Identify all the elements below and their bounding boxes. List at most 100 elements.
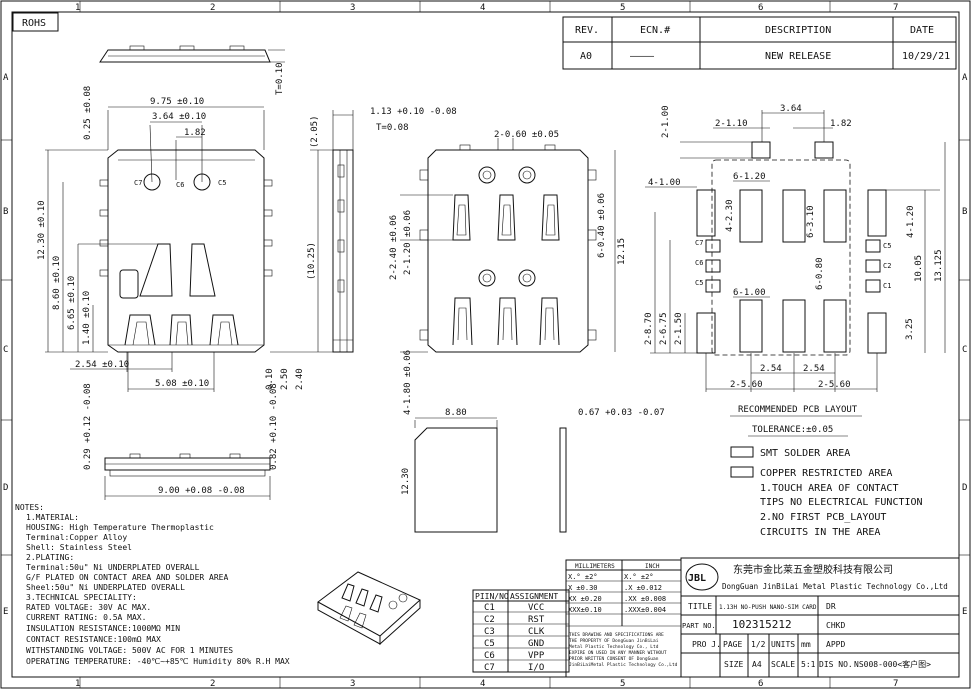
- row-marker-a: A: [3, 73, 9, 83]
- pcb-dim-3-64: 3.64: [780, 104, 802, 114]
- pin-row-5-no: C6: [484, 651, 495, 661]
- tol-notice-4: EXPIRE ON USED IN ANY MANNER WITHOUT: [569, 650, 667, 656]
- tol-row-2-mm: X ±0.30: [568, 584, 598, 592]
- pcb-layout-view: C7 C6 C5 C5 C2 C1 3.64 2-1.00 2-1.10 1.8…: [644, 104, 946, 437]
- label-c7: C7: [134, 179, 142, 187]
- dim-6-65: 6.65 ±0.10: [67, 276, 77, 330]
- legend-note-4: CIRCUITS IN THE AREA: [760, 527, 880, 538]
- pad-label-c5-left: C5: [695, 279, 703, 287]
- pcb-dim-6-1-20: 6-1.20: [733, 172, 766, 182]
- tol-notice-3: Metal Plastic Technology Co., Ltd: [569, 644, 659, 650]
- notes-line-11: CURRENT RATING: 0.5A MAX.: [26, 613, 146, 622]
- top-profile-view: T=0.10: [99, 45, 285, 95]
- dim-0-67: 0.67 +0.03 -0.07: [578, 408, 665, 418]
- description-value: NEW RELEASE: [765, 51, 831, 62]
- pcb-dim-13-125: 13.125: [934, 249, 944, 282]
- col-marker-2: 2: [210, 3, 215, 13]
- dim-t-shell: T=0.10: [275, 62, 285, 95]
- col-marker-6-bottom: 6: [758, 679, 763, 689]
- title-label: TITLE: [688, 602, 712, 611]
- pad-label-c2: C2: [883, 262, 891, 270]
- pin-row-3-no: C3: [484, 627, 495, 637]
- label-c6: C6: [176, 181, 184, 189]
- proj-label: PRO J.: [692, 640, 721, 649]
- pcb-dim-2-1-00: 2-1.00: [661, 105, 671, 138]
- description-header: DESCRIPTION: [765, 25, 831, 36]
- dis-no-value: NS008-000<客户图>: [854, 659, 931, 669]
- notes-line-13: CONTACT RESISTANCE:100mΩ MAX: [26, 635, 161, 644]
- pin-row-4-no: C5: [484, 639, 495, 649]
- row-marker-c: C: [3, 345, 8, 355]
- dim-2-2-40: 2-2.40 ±0.06: [389, 215, 399, 280]
- notes-line-14: WITHSTANDING VOLTAGE: 500V AC FOR 1 MINU…: [26, 646, 233, 655]
- col-marker-3-bottom: 3: [350, 679, 355, 689]
- pin-row-1-assign: VCC: [528, 603, 544, 613]
- dim-2-54: 2.54 ±0.10: [75, 360, 129, 370]
- row-marker-e-right: E: [962, 607, 967, 617]
- pin-row-6-assign: I/O: [528, 663, 544, 673]
- dim-2-50: 2.50: [280, 368, 290, 390]
- dim-2-05: (2.05): [310, 115, 320, 148]
- pad-label-c7: C7: [695, 239, 703, 247]
- notes-line-5: 2.PLATING:: [26, 553, 74, 562]
- legend-note-1: 1.TOUCH AREA OF CONTACT: [760, 483, 898, 494]
- title-value: 1.13H NO-PUSH NANO-SIM CARD: [719, 604, 817, 611]
- pcb-dim-2-1-50: 2-1.50: [674, 312, 684, 345]
- pin-table: PIIN/NO ASSIGNMENT C1 VCC C2 RST C3 CLK …: [472, 589, 570, 673]
- pin-row-5-assign: VPP: [528, 651, 545, 661]
- pcb-dim-2-5-60-right: 2-5.60: [818, 380, 851, 390]
- col-marker-7-bottom: 7: [893, 679, 898, 689]
- dim-9-75: 9.75 ±0.10: [150, 97, 204, 107]
- dim-3-64: 3.64 ±0.10: [152, 112, 206, 122]
- rohs-mark: ROHS: [22, 18, 46, 29]
- smt-swatch: [730, 446, 754, 458]
- notes-line-2: HOUSING: High Temperature Thermoplastic: [26, 523, 214, 532]
- pcb-dim-6-1-00: 6-1.00: [733, 288, 766, 298]
- size-label: SIZE: [724, 660, 743, 669]
- size-value: A4: [752, 660, 762, 669]
- dim-0-25: 0.25 ±0.08: [83, 86, 93, 140]
- row-marker-c-right: C: [962, 345, 967, 355]
- dim-0-82: 0.82 +0.10 -0.08: [269, 383, 279, 470]
- ecn-value: ————: [630, 51, 655, 62]
- tol-notice-5: PRIOR WRITTEN CONSENT OF DongGuan: [569, 656, 659, 662]
- ecn-header: ECN.#: [640, 25, 670, 36]
- chkd-label: CHKD: [826, 621, 845, 630]
- dim-t-0-08: T=0.08: [376, 123, 409, 133]
- col-marker-5: 5: [620, 3, 625, 13]
- tol-row-2-in: .X ±0.012: [624, 584, 662, 592]
- company-name-cn: 东莞市金比莱五金塑胶科技有限公司: [733, 563, 893, 576]
- col-marker-1: 1: [75, 3, 80, 13]
- contact-pads: [705, 189, 881, 353]
- dim-2-1-20: 2-1.20 ±0.06: [403, 210, 413, 275]
- top-view: C7 C6 C5 9.75 ±0.10 3.64 ±0.10 1.82 0.25…: [37, 86, 273, 392]
- notes-line-10: RATED VOLTAGE: 30V AC MAX.: [26, 603, 151, 612]
- pin-header-assignment: ASSIGNMENT: [510, 592, 558, 601]
- pcb-dim-10-05: 10.05: [914, 255, 924, 282]
- dim-10-25: (10.25): [307, 242, 317, 280]
- rev-value: A0: [580, 51, 592, 62]
- dim-2-40: 2.40: [295, 368, 305, 390]
- pad-label-c6: C6: [695, 259, 703, 267]
- pcb-layout-title: RECOMMENDED PCB LAYOUT: [738, 405, 858, 415]
- dim-12-30-card: 12.30: [401, 468, 411, 495]
- side-view: 1.13 +0.10 -0.08 T=0.08 (2.05) (10.25) 0…: [265, 107, 457, 390]
- pcb-dim-4-1-00: 4-1.00: [648, 178, 681, 188]
- part-no-label: PART NO.: [682, 622, 716, 630]
- pin-row-6-no: C7: [484, 663, 495, 673]
- legend-note-2: TIPS NO ELECTRICAL FUNCTION: [760, 497, 923, 508]
- col-marker-7: 7: [893, 3, 898, 13]
- tol-row-3-mm: XX ±0.20: [568, 595, 602, 603]
- scale-label: SCALE: [771, 660, 795, 669]
- pin-row-2-no: C2: [484, 615, 495, 625]
- company-logo: [685, 563, 719, 591]
- tol-header-inch: INCH: [645, 563, 660, 570]
- pcb-dim-2-6-75: 2-6.75: [659, 312, 669, 345]
- tol-notice-1: THIS DRAWING AND SPECIFICATIONS ARE: [569, 632, 664, 638]
- dim-1-13: 1.13 +0.10 -0.08: [370, 107, 457, 117]
- dim-8-60: 8.60 ±0.10: [52, 256, 62, 310]
- pcb-dim-6-3-10: 6-3.10: [806, 205, 816, 238]
- notes-line-12: INSULATION RESISTANCE:1000MΩ MIN: [26, 624, 180, 633]
- notes-line-15: OPERATING TEMPERATURE: -40℃~+85℃ Humidit…: [26, 657, 290, 666]
